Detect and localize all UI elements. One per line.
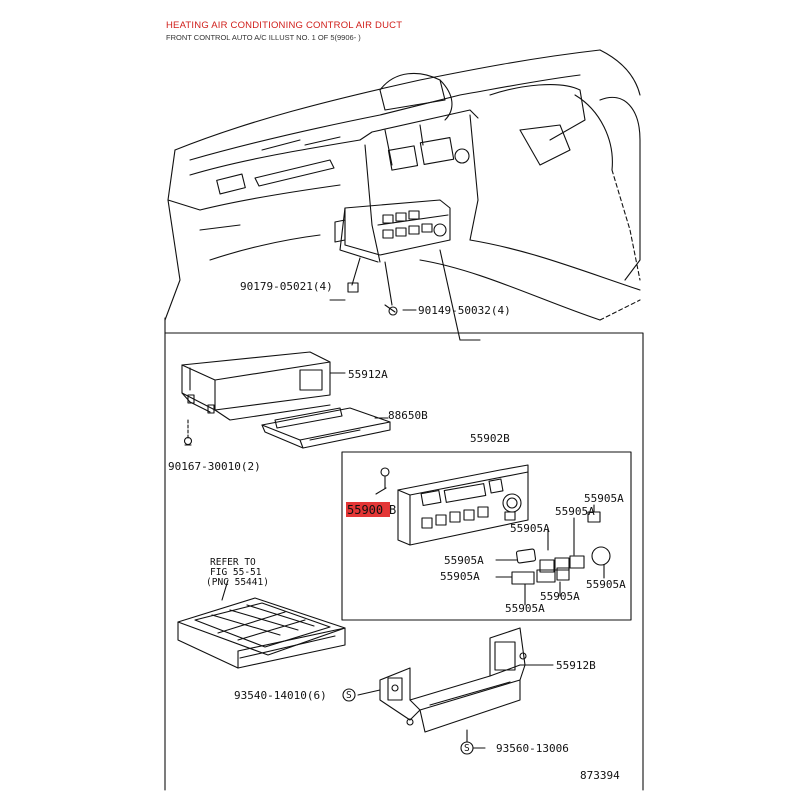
parts-frame — [164, 332, 644, 791]
highlight-55900 — [346, 502, 390, 517]
refer-text-1: REFER TO — [210, 557, 256, 568]
label-55905A-2: 55905A — [555, 505, 595, 518]
label-90179: 90179-05021(4) — [240, 280, 333, 293]
assembly-frame-55902B — [341, 451, 632, 621]
label-90149: 90149-50032(4) — [418, 304, 511, 317]
label-55900-suffix: B — [389, 503, 396, 517]
label-55905A-7: 55905A — [540, 590, 580, 603]
label-55900-number: 55900 — [347, 503, 383, 517]
washer-label-s1: S — [346, 690, 352, 701]
screw-icon-90167 — [183, 419, 193, 446]
washer-icon-93560 — [460, 729, 486, 755]
bracket-55912A — [181, 351, 331, 421]
refer-text-2: FIG 55-51 — [210, 567, 262, 578]
bracket-55912B — [379, 627, 527, 733]
label-55905A-4: 55905A — [444, 554, 484, 567]
label-55912B: 55912B — [556, 659, 596, 672]
label-93540: 93540-14010(6) — [234, 689, 327, 702]
ac-control-unit-55900B — [397, 464, 529, 546]
label-55905A-3: 55905A — [510, 522, 550, 535]
label-55902B: 55902B — [470, 432, 510, 445]
dashboard-illustration — [164, 49, 641, 341]
panel-88650B — [261, 407, 391, 449]
label-88650B: 88650B — [388, 409, 428, 422]
screw-icon-55900 — [375, 467, 390, 495]
illustration-number: 873394 — [580, 769, 620, 782]
washer-label-s2: S — [464, 743, 470, 754]
label-55912A: 55912A — [348, 368, 388, 381]
diagram-title: HEATING AIR CONDITIONING CONTROL AIR DUC… — [166, 20, 403, 31]
label-55905A-5: 55905A — [440, 570, 480, 583]
label-55905A-6: 55905A — [586, 578, 626, 591]
button-knobs-55905A — [495, 504, 611, 606]
washer-icon-93540 — [342, 688, 381, 702]
clip-icon-top — [347, 282, 359, 293]
tray-refer-fig-55-51 — [177, 579, 346, 669]
label-55905A-1: 55905A — [584, 492, 624, 505]
screw-icon-top — [384, 304, 398, 316]
label-55905A-8: 55905A — [505, 602, 545, 615]
refer-text-3: (PNC 55441) — [206, 577, 269, 588]
diagram-subtitle: FRONT CONTROL AUTO A/C ILLUST NO. 1 OF 5… — [166, 33, 361, 42]
label-93560: 93560-13006 — [496, 742, 569, 755]
label-90167: 90167-30010(2) — [168, 460, 261, 473]
